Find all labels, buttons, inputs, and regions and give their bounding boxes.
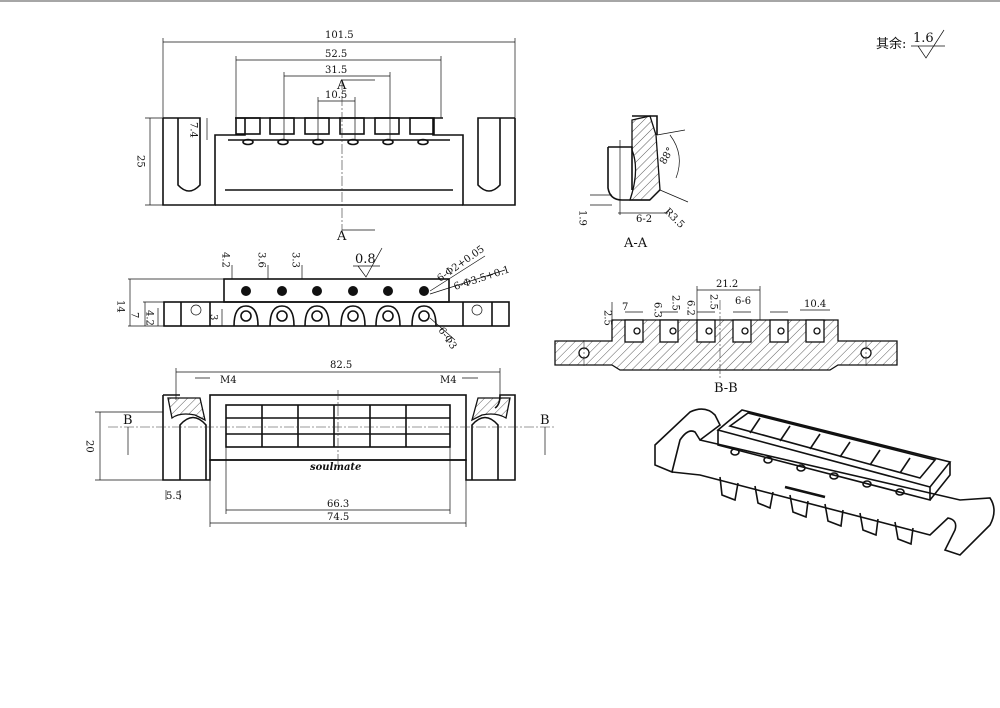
isometric-view: [654, 408, 995, 556]
section-bb-label: B-B: [714, 381, 738, 396]
iso-holes: [730, 448, 905, 496]
top-view: soulmate 82.5 M4 M4 20 5.5 66.3 74.5 B B: [84, 360, 555, 527]
dim-side-h2: 7: [129, 312, 140, 318]
mount-arches: [233, 305, 437, 327]
dim-top-overall: 82.5: [330, 360, 352, 371]
thread-spec-left: M4: [220, 375, 237, 386]
dim-top-inner: 66.3: [327, 499, 349, 510]
general-roughness-note: 其余: 1.6: [876, 29, 945, 59]
dim-side-h3: 4.2: [144, 310, 155, 326]
dim-radius: R3.5: [662, 206, 686, 230]
dim-top-edge: 5.5: [166, 491, 182, 502]
section-mark-b-right: B: [540, 413, 550, 428]
section-a-a: 88° R3.5 1.9 6-2 A-A: [577, 115, 689, 251]
dim-bb-c: 6.3: [652, 302, 663, 318]
thread-spec-right: M4: [440, 375, 457, 386]
section-aa-label: A-A: [623, 236, 648, 251]
section-mark-a-top: A: [336, 78, 347, 93]
iso-logo: [784, 485, 826, 499]
dim-side-h4: 3: [208, 314, 219, 320]
dim-bb-d: 2.5: [670, 295, 681, 311]
section-mark-b-left: B: [123, 413, 133, 428]
roughness-value: 1.6: [913, 31, 934, 46]
dim-aa-w: 6-2: [636, 214, 652, 225]
dim-mid-spacing: 31.5: [325, 65, 347, 76]
dim-inner-spacing: 10.5: [325, 90, 347, 101]
dim-bb-e: 6.2: [685, 300, 696, 316]
dim-bb-f: 2.5: [708, 294, 719, 310]
section-mark-a-bottom: A: [336, 229, 347, 244]
dim-side-d1: 4.2: [220, 252, 231, 268]
side-view: 14 7 4.2 3 4.2 3.6 3.3 0.8 6-Φ2+0.05 6-Φ…: [115, 244, 512, 352]
dim-slot-depth: 7.4: [188, 122, 199, 138]
saddle-blocks: [235, 117, 435, 146]
dim-overall-length: 101.5: [325, 30, 354, 41]
dim-top-depth: 20: [84, 440, 95, 453]
dim-angle: 88°: [658, 146, 676, 167]
dim-side-d3: 3.3: [290, 252, 301, 268]
roughness-value-side: 0.8: [355, 252, 376, 267]
section-b-b: 2.5 7 6.3 2.5 6.2 2.5 21.2 6-6 10.4 B-B: [554, 279, 898, 396]
roughness-symbol-icon: [353, 247, 383, 278]
roughness-prefix: 其余:: [876, 36, 906, 52]
dim-height: 25: [135, 155, 146, 168]
dim-side-height: 14: [115, 300, 126, 313]
hole-callout-phi3: 6-Φ3: [436, 325, 459, 351]
dim-bb-pitch: 10.4: [804, 299, 826, 310]
dim-bb-slots: 6-6: [735, 296, 751, 307]
dim-bb-b: 7: [622, 302, 628, 313]
front-view: 101.5 52.5 31.5 10.5 25 7.4 A A: [135, 30, 516, 244]
string-holes: [241, 286, 429, 296]
dim-side-d2: 3.6: [256, 252, 267, 268]
dim-outer-spacing: 52.5: [325, 49, 347, 60]
brand-logo: soulmate: [310, 462, 361, 473]
dim-bb-a: 2.5: [602, 310, 613, 326]
dim-bb-span: 21.2: [716, 279, 738, 290]
dim-top-body: 74.5: [327, 512, 349, 523]
dim-aa-h: 1.9: [577, 210, 588, 226]
roughness-symbol-icon: [911, 29, 945, 59]
